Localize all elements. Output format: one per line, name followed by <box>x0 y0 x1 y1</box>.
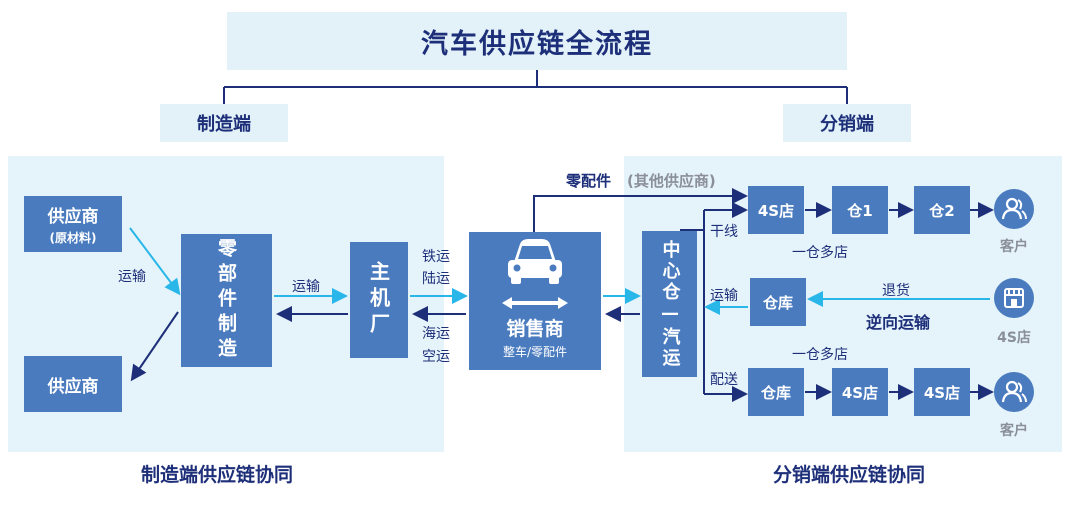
customer-top-label: 客户 <box>1000 239 1028 255</box>
central-warehouse-node: 中心仓—汽运 <box>642 231 697 377</box>
dealer-label: 销售商 <box>506 318 564 340</box>
label-transport-right: 运输 <box>710 288 738 304</box>
oem-node: 主机厂 <box>350 242 408 358</box>
person-icon <box>1001 197 1027 220</box>
parts-mfg-node: 零部件制造 <box>181 234 272 367</box>
label-other-suppliers: (其他供应商) <box>627 172 716 190</box>
dealer-node: 销售商 整车/零配件 <box>469 232 601 370</box>
bottom-4s-a-node: 4S店 <box>832 368 888 416</box>
store-4s-icon <box>994 278 1034 318</box>
label-sea: 海运 <box>422 326 450 342</box>
top-warehouse-2-node: 仓2 <box>914 186 970 234</box>
double-arrow-icon <box>502 297 568 309</box>
label-air: 空运 <box>422 349 450 365</box>
supplier-raw-node: 供应商 (原材料) <box>24 196 122 252</box>
supplier-label: 供应商 <box>47 376 99 397</box>
bottom-4s-b-node: 4S店 <box>914 368 970 416</box>
mid-warehouse-node: 仓库 <box>750 278 806 326</box>
label-delivery: 配送 <box>710 372 738 388</box>
customer-bot-icon <box>994 372 1034 412</box>
section-distribution: 分销端 <box>783 104 911 142</box>
footer-manufacturing: 制造端供应链协同 <box>141 464 294 486</box>
label-parts: 零配件 <box>566 172 612 190</box>
label-one-wh-multi-bot: 一仓多店 <box>792 347 848 363</box>
section-manufacturing: 制造端 <box>160 104 288 142</box>
supplier-node: 供应商 <box>24 356 122 412</box>
bottom-warehouse-node: 仓库 <box>748 368 804 416</box>
dealer-sub: 整车/零配件 <box>502 345 568 359</box>
car-icon <box>508 239 562 284</box>
top-4s-node: 4S店 <box>748 186 804 234</box>
store-4s-label: 4S店 <box>997 330 1031 346</box>
label-transport-mid: 运输 <box>292 279 320 295</box>
customer-top-icon <box>994 189 1034 229</box>
supplier-raw-sub: (原材料) <box>49 231 97 245</box>
store-icon <box>1004 288 1024 308</box>
label-one-wh-multi-top: 一仓多店 <box>792 245 848 261</box>
customer-bot-label: 客户 <box>1000 423 1028 439</box>
label-transport-left: 运输 <box>118 269 146 285</box>
top-warehouse-1-node: 仓1 <box>832 186 888 234</box>
person-icon <box>1001 380 1027 403</box>
label-reverse-transport: 逆向运输 <box>866 313 931 332</box>
label-rail: 铁运 <box>422 249 450 265</box>
label-return: 退货 <box>882 283 910 299</box>
footer-distribution: 分销端供应链协同 <box>773 464 926 486</box>
label-land: 陆运 <box>422 271 450 287</box>
supplier-raw-label: 供应商 <box>47 207 99 227</box>
label-trunk: 干线 <box>710 224 738 240</box>
page-title: 汽车供应链全流程 <box>227 12 847 70</box>
